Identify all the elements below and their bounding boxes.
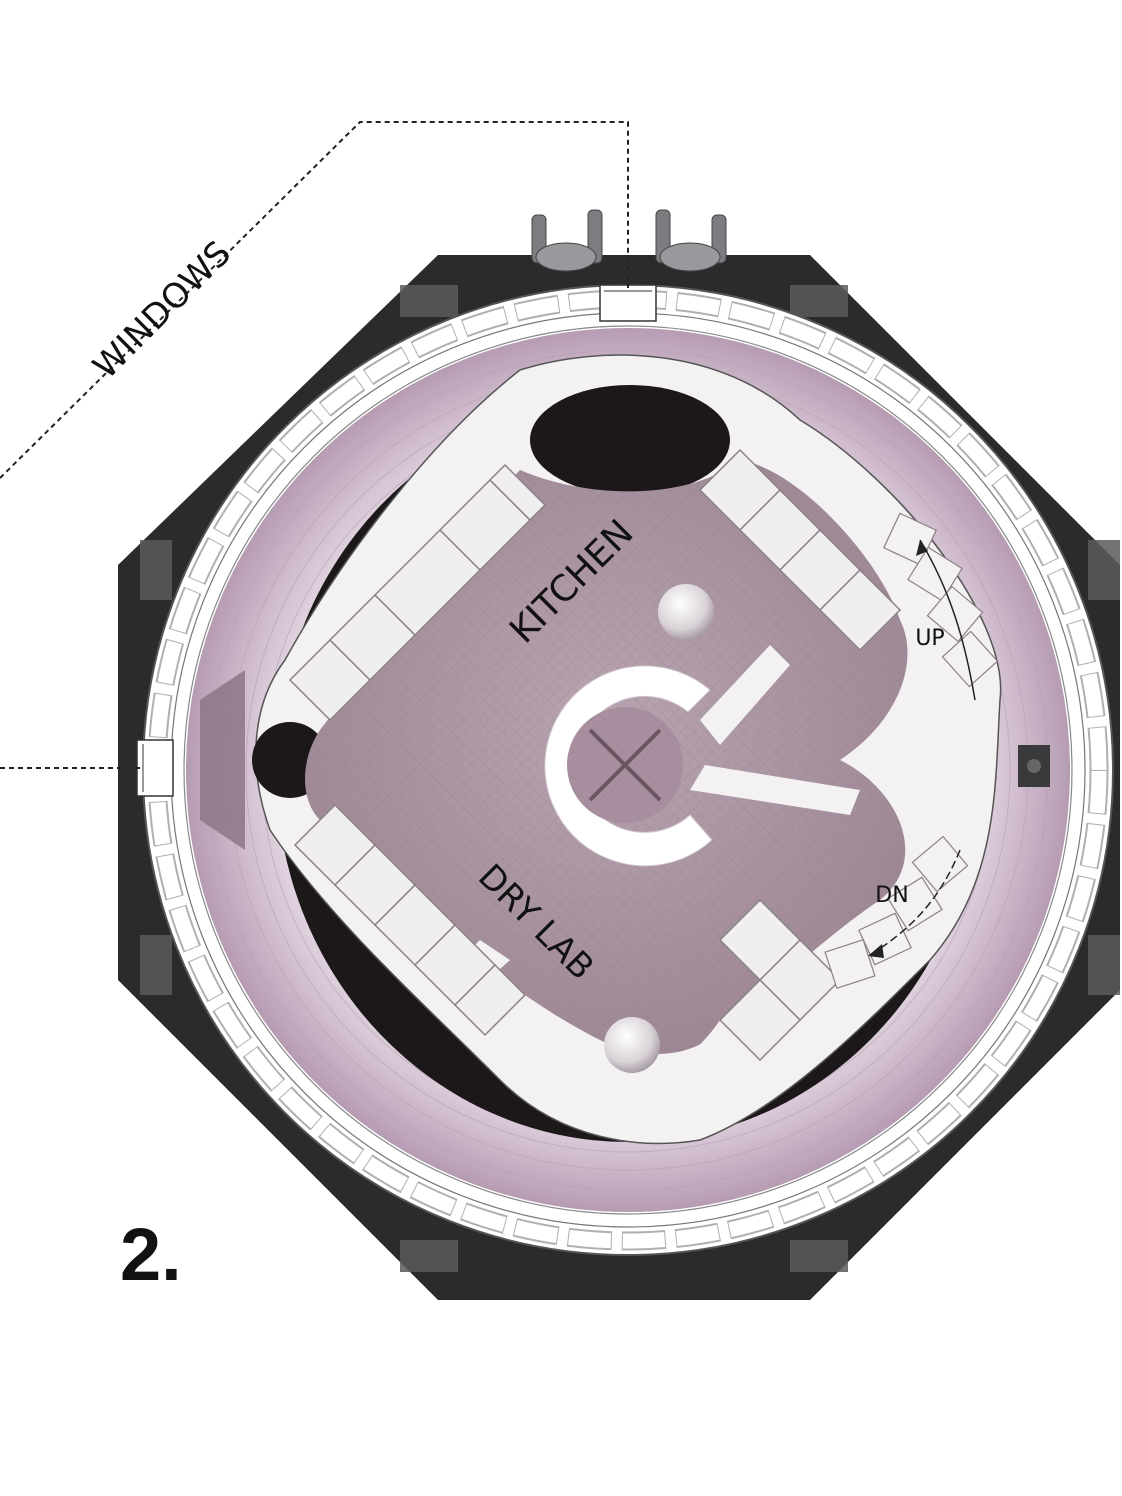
sphere-fixture-top: [658, 584, 714, 640]
arrow-up: [919, 539, 976, 701]
kitchen-cabinets-left: [288, 463, 547, 722]
left-wall-fixture: [200, 670, 245, 850]
window-openings: [136, 284, 657, 797]
windows-leader-top: [0, 121, 629, 479]
walkways: [430, 645, 860, 1102]
lab-benches-right: [718, 898, 842, 1062]
dn-label: DN: [875, 883, 908, 908]
up-label: UP: [915, 626, 944, 651]
arrow-down: [869, 849, 961, 956]
level-number: 2.: [120, 1213, 182, 1296]
docking-ports: [531, 209, 727, 272]
windows-label: WINDOWS: [85, 233, 239, 387]
kitchen-cabinets-right: [698, 448, 902, 652]
top-hatch: [530, 385, 730, 495]
stairs-down: [824, 835, 969, 990]
hull-panels: [140, 285, 1120, 1272]
sphere-fixture-bottom: [604, 1017, 660, 1073]
lab-benches-left: [293, 803, 527, 1037]
